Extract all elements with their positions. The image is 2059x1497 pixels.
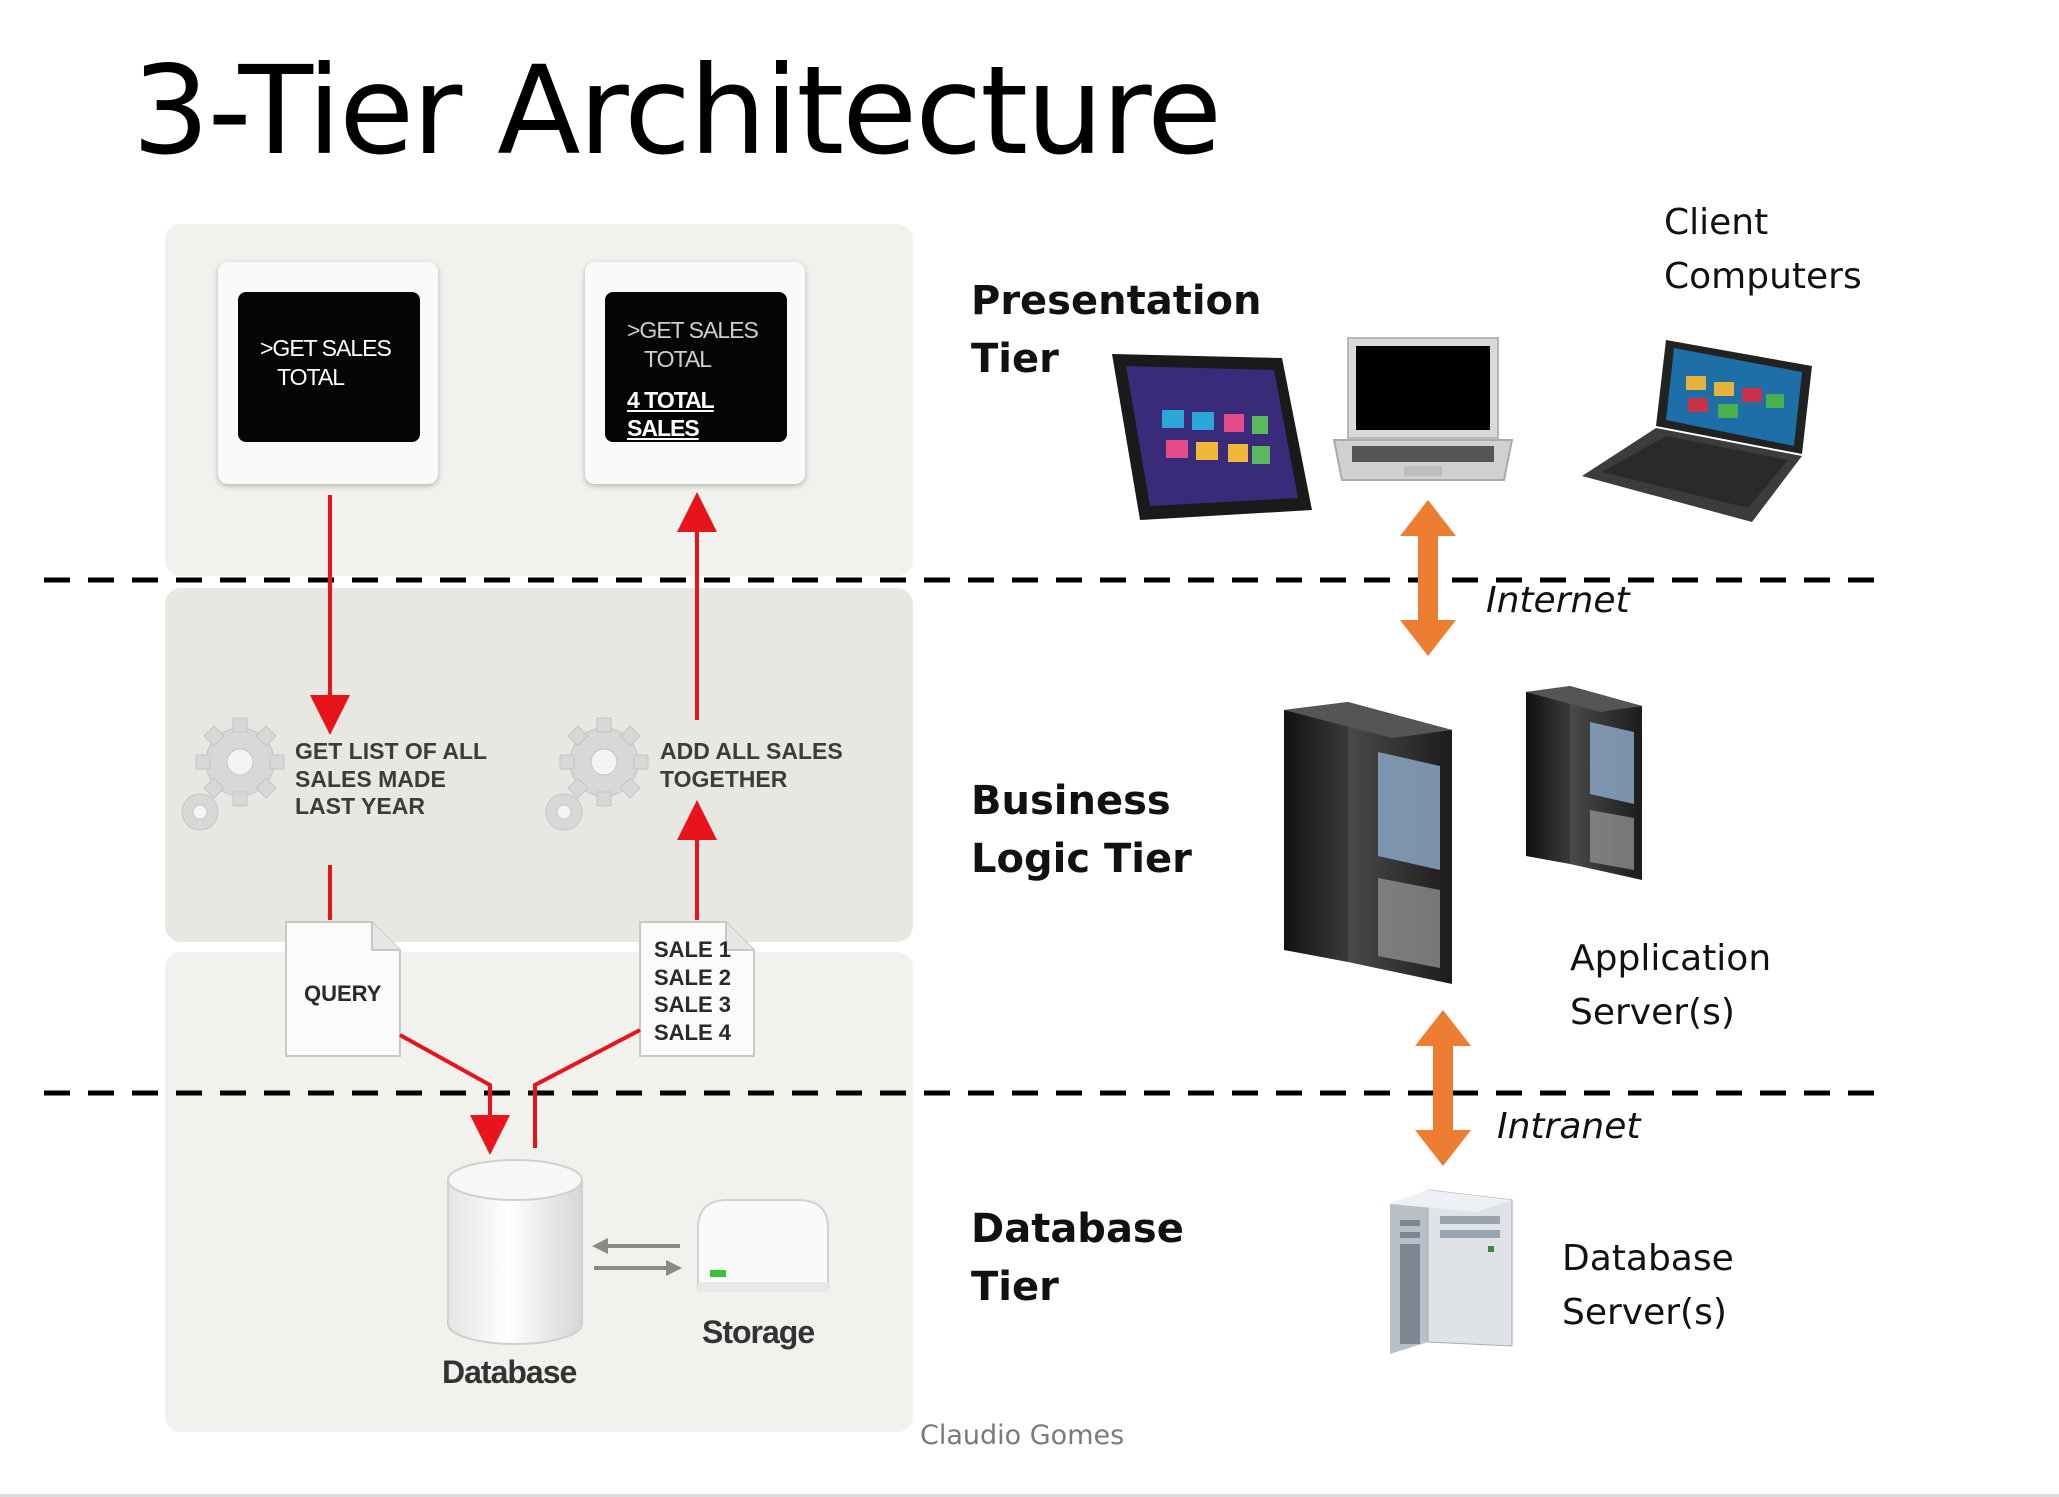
storage-device-icon bbox=[697, 1199, 829, 1292]
terminal-screen: >GET SALES TOTAL 4 TOTAL SALES bbox=[605, 292, 787, 442]
sales-document-icon bbox=[639, 921, 755, 1057]
step-line: ADD ALL SALES bbox=[660, 738, 843, 764]
internet-label: Internet bbox=[1486, 580, 1630, 621]
terminal-text-line2: TOTAL bbox=[277, 363, 345, 390]
tier-label-line: Presentation bbox=[971, 278, 1262, 324]
footer-rule bbox=[0, 1494, 2059, 1497]
database-servers-label: Database Server(s) bbox=[1562, 1232, 1734, 1340]
step-get-sales-label: GET LIST OF ALL SALES MADE LAST YEAR bbox=[295, 738, 487, 821]
terminal-request: >GET SALES TOTAL bbox=[218, 262, 438, 484]
terminal-text-line1: >GET SALES bbox=[260, 335, 392, 361]
side-label-line: Server(s) bbox=[1562, 1292, 1727, 1333]
database-cylinder-icon bbox=[447, 1159, 583, 1345]
internet-double-arrow-icon bbox=[1400, 500, 1456, 656]
application-server-icon bbox=[1526, 686, 1642, 880]
application-server-icon bbox=[1284, 702, 1452, 984]
surface-tablet-icon bbox=[1582, 340, 1812, 522]
terminal-screen: >GET SALES TOTAL bbox=[238, 292, 420, 442]
side-label-line: Server(s) bbox=[1570, 992, 1735, 1033]
gears-icon bbox=[181, 717, 285, 831]
intranet-label: Intranet bbox=[1497, 1106, 1641, 1147]
slide-title: 3-Tier Architecture bbox=[132, 40, 1222, 182]
sales-line: SALE 4 bbox=[654, 1019, 732, 1045]
query-document-label: QUERY bbox=[304, 981, 382, 1006]
step-line: TOGETHER bbox=[660, 765, 788, 792]
sales-document-list: SALE 1 SALE 2 SALE 3 SALE 4 bbox=[654, 936, 731, 1046]
intranet-double-arrow-icon bbox=[1415, 1010, 1471, 1166]
sales-line: SALE 3 bbox=[654, 992, 732, 1017]
sync-arrows-icon bbox=[592, 1238, 682, 1276]
terminal-response: >GET SALES TOTAL 4 TOTAL SALES bbox=[585, 262, 805, 484]
step-add-sales-label: ADD ALL SALES TOGETHER bbox=[660, 738, 843, 793]
db-to-sales-line bbox=[533, 1028, 641, 1148]
application-servers-label: Application Server(s) bbox=[1570, 932, 1771, 1040]
tablet-icon bbox=[1112, 354, 1312, 520]
query-document-icon bbox=[285, 921, 401, 1057]
database-server-icon bbox=[1390, 1189, 1513, 1354]
step-line: LAST YEAR bbox=[295, 793, 425, 820]
side-label-line: Client bbox=[1664, 202, 1769, 243]
database-tier-label: Database Tier bbox=[971, 1200, 1184, 1316]
side-label-line: Database bbox=[1562, 1238, 1734, 1279]
terminal-text-line2: TOTAL bbox=[644, 345, 712, 372]
tier-label-line: Tier bbox=[971, 1264, 1059, 1310]
sales-line: SALE 2 bbox=[654, 964, 732, 990]
business-panel bbox=[165, 588, 913, 942]
presentation-tier-label: Presentation Tier bbox=[971, 272, 1262, 388]
client-computers-label: Client Computers bbox=[1664, 196, 1862, 304]
tier-label-line: Tier bbox=[971, 336, 1059, 382]
step-line: SALES MADE bbox=[295, 765, 446, 792]
step-line: GET LIST OF ALL bbox=[295, 738, 488, 764]
terminal-result: 4 TOTAL SALES bbox=[627, 386, 715, 442]
terminal-text-line1: >GET SALES bbox=[627, 317, 759, 343]
database-label: Database bbox=[442, 1354, 577, 1390]
query-to-db-arrow bbox=[399, 1033, 510, 1155]
side-label-line: Application bbox=[1570, 938, 1772, 979]
storage-label: Storage bbox=[702, 1314, 815, 1350]
tier-label-line: Business bbox=[971, 778, 1171, 824]
gears-icon bbox=[545, 717, 649, 831]
footer-author: Claudio Gomes bbox=[920, 1420, 1125, 1451]
tier-label-line: Database bbox=[971, 1206, 1184, 1252]
laptop-icon bbox=[1332, 337, 1514, 481]
tier-label-line: Logic Tier bbox=[971, 836, 1192, 882]
sales-line: SALE 1 bbox=[654, 937, 732, 962]
flow-arrows bbox=[310, 492, 717, 1155]
business-tier-label: Business Logic Tier bbox=[971, 772, 1192, 888]
side-label-line: Computers bbox=[1664, 256, 1862, 297]
